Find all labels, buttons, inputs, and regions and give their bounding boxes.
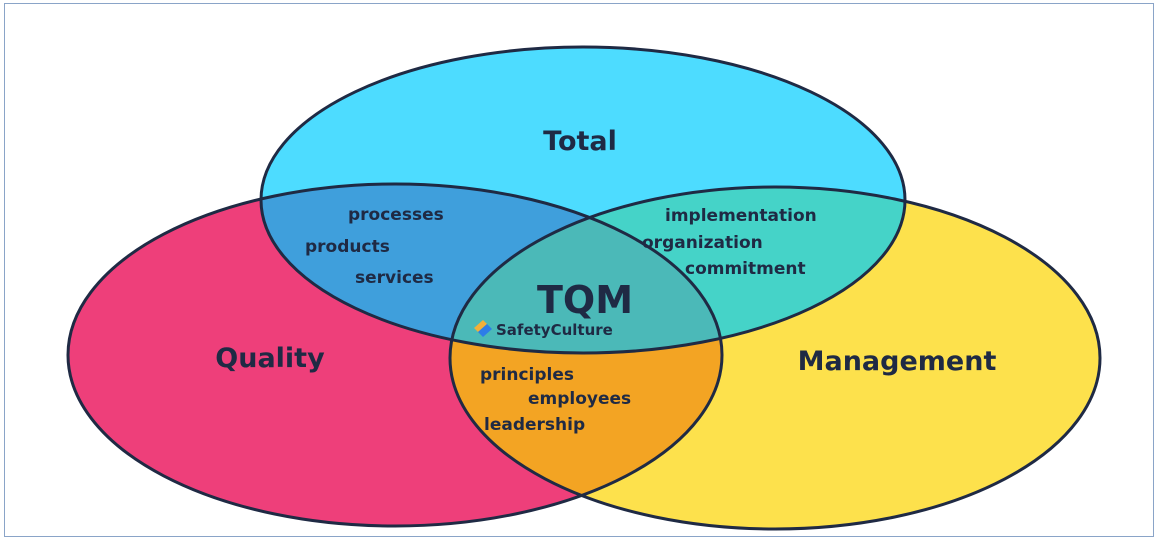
quality-label: Quality xyxy=(215,343,325,374)
overlap-item-services: services xyxy=(355,268,434,288)
overlap-item-employees: employees xyxy=(528,389,631,409)
overlap-item-products: products xyxy=(305,237,390,257)
management-label: Management xyxy=(798,346,997,377)
tqm-title: TQM xyxy=(537,278,633,322)
safetyculture-logo-icon xyxy=(474,320,492,337)
quality-outline xyxy=(66,182,724,528)
total-label: Total xyxy=(543,126,617,157)
overlap-item-processes: processes xyxy=(348,205,444,225)
management-outline xyxy=(448,185,1102,531)
overlap-item-leadership: leadership xyxy=(484,415,585,435)
safetyculture-wordmark: SafetyCulture xyxy=(496,321,613,339)
overlap-item-implementation: implementation xyxy=(665,206,817,226)
total-outline xyxy=(259,45,907,355)
overlap-item-principles: principles xyxy=(480,365,574,385)
overlap-item-commitment: commitment xyxy=(685,259,806,279)
center-overlap xyxy=(450,187,722,353)
overlap-item-organization: organization xyxy=(642,233,763,253)
